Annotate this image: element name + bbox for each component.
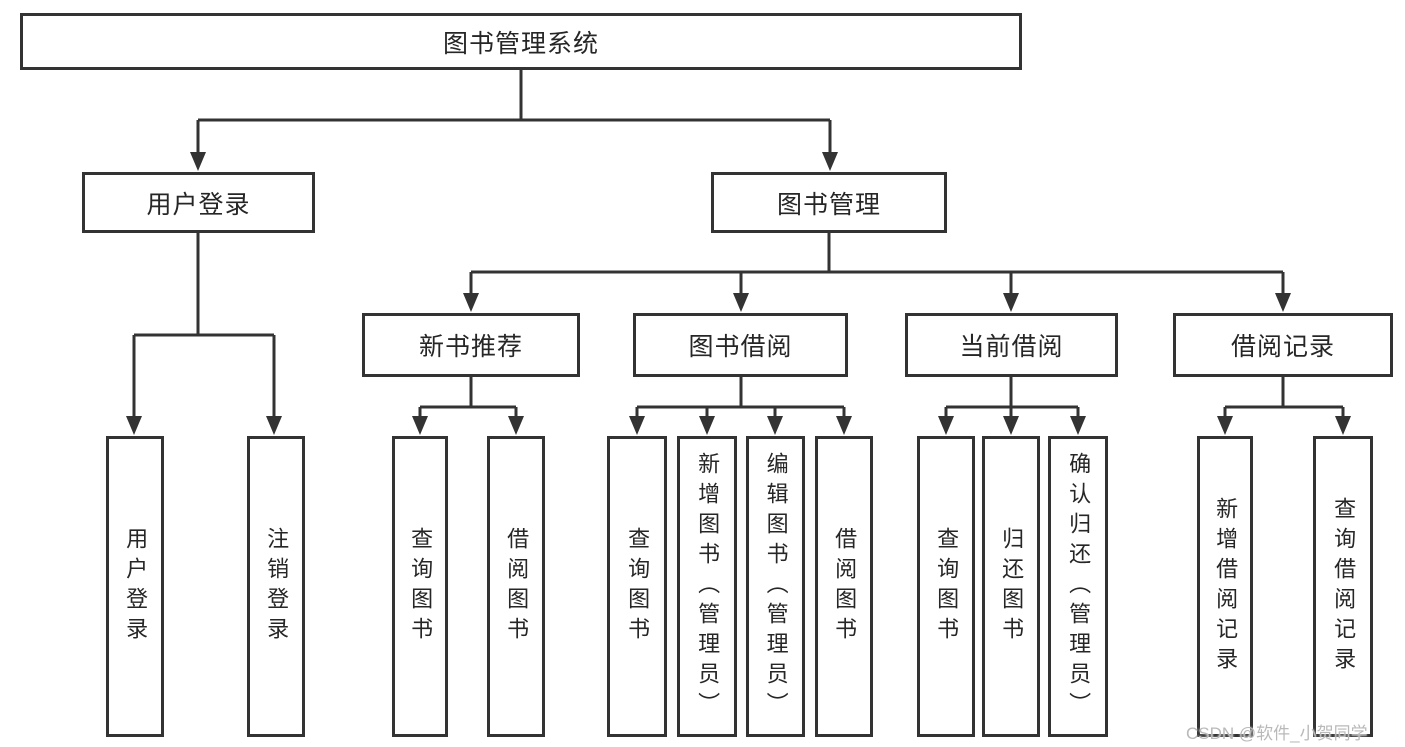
node-book-management: 图书管理 — [711, 172, 947, 233]
leaf-borrow-books-recommend: 借阅图书 — [487, 436, 545, 737]
leaf-query-books-current: 查询图书 — [917, 436, 975, 737]
leaf-borrow-books-borrowing-label: 借阅图书 — [832, 526, 858, 647]
leaf-query-books-current-label: 查询图书 — [934, 526, 960, 647]
arrowhead-icons — [126, 152, 1351, 435]
node-new-book-recommend: 新书推荐 — [362, 313, 580, 377]
leaf-logout: 注销登录 — [247, 436, 305, 737]
leaf-user-login-label: 用户登录 — [123, 526, 149, 647]
node-current-borrowing: 当前借阅 — [905, 313, 1118, 377]
leaf-add-books-admin: 新增图书（管理员） — [677, 436, 737, 737]
leaf-query-borrow-record: 查询借阅记录 — [1313, 436, 1373, 737]
tree-connector-lines — [132, 70, 1345, 420]
leaf-return-books-label: 归还图书 — [999, 526, 1025, 647]
node-borrowing-records: 借阅记录 — [1173, 313, 1393, 377]
leaf-edit-books-admin-label: 编辑图书（管理员） — [763, 451, 789, 722]
leaf-query-books-borrowing: 查询图书 — [607, 436, 667, 737]
leaf-borrow-books-recommend-label: 借阅图书 — [504, 526, 530, 647]
leaf-borrow-books-borrowing: 借阅图书 — [815, 436, 873, 737]
leaf-return-books: 归还图书 — [982, 436, 1040, 737]
leaf-query-books-recommend: 查询图书 — [392, 436, 448, 737]
node-book-borrowing: 图书借阅 — [633, 313, 848, 377]
leaf-edit-books-admin: 编辑图书（管理员） — [746, 436, 805, 737]
leaf-query-borrow-record-label: 查询借阅记录 — [1331, 496, 1357, 677]
node-library-management-system: 图书管理系统 — [20, 13, 1022, 70]
leaf-add-borrow-record: 新增借阅记录 — [1197, 436, 1253, 737]
leaf-add-books-admin-label: 新增图书（管理员） — [695, 451, 721, 722]
node-user-login: 用户登录 — [82, 172, 315, 233]
leaf-query-books-recommend-label: 查询图书 — [408, 526, 434, 647]
leaf-confirm-return-admin-label: 确认归还（管理员） — [1066, 451, 1092, 722]
leaf-confirm-return-admin: 确认归还（管理员） — [1048, 436, 1108, 737]
leaf-query-books-borrowing-label: 查询图书 — [625, 526, 651, 647]
leaf-user-login: 用户登录 — [106, 436, 164, 737]
leaf-logout-label: 注销登录 — [264, 526, 290, 647]
leaf-add-borrow-record-label: 新增借阅记录 — [1213, 496, 1239, 677]
